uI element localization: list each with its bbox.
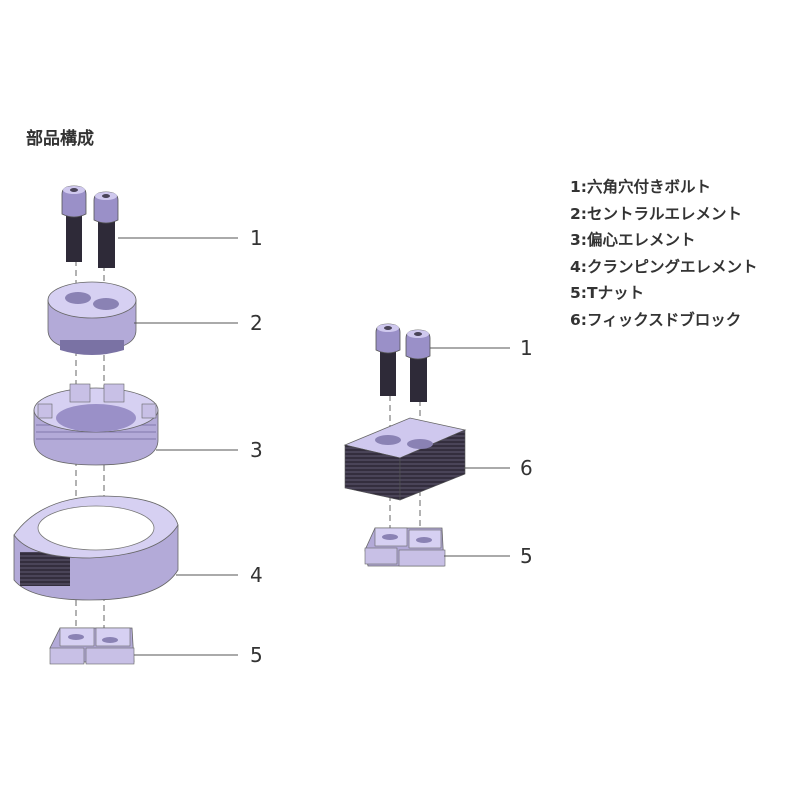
callout-left-3: 3 <box>250 438 263 462</box>
bolt-d <box>405 329 431 402</box>
legend-item-2: 2セントラルエレメント <box>570 201 758 228</box>
callout-left-4: 4 <box>250 563 263 587</box>
left-hex-socket-bolts <box>61 185 119 268</box>
legend-item-1: 1六角穴付きボルト <box>570 174 758 201</box>
callout-left-5: 5 <box>250 643 263 667</box>
legend-number: 2 <box>570 205 587 223</box>
diagram-title: 部品構成 <box>26 129 94 149</box>
callout-right-5: 5 <box>520 544 533 568</box>
legend-item-3: 3偏心エレメント <box>570 227 758 254</box>
left-t-nuts <box>49 627 135 665</box>
legend-label: クランピングエレメント <box>587 257 758 276</box>
callout-right-1: 1 <box>520 336 533 360</box>
left-assembly: 1 2 3 4 5 <box>13 185 263 667</box>
legend-label: 六角穴付きボルト <box>587 178 712 196</box>
legend-item-6: 6フィックスドブロック <box>570 307 758 334</box>
legend-number: 6 <box>570 311 587 329</box>
clamping-element <box>13 495 179 601</box>
legend-number: 5 <box>570 284 587 302</box>
legend-label: Tナット <box>587 284 645 303</box>
legend-label: セントラルエレメント <box>587 204 743 223</box>
callout-left-1: 1 <box>250 226 263 250</box>
legend-item-5: 5Tナット <box>570 280 758 307</box>
bolt-b <box>93 191 119 268</box>
fixed-block <box>343 417 467 501</box>
parts-legend: 1六角穴付きボルト 2セントラルエレメント 3偏心エレメント 4クランピングエレ… <box>570 174 758 334</box>
legend-number: 1 <box>570 178 587 196</box>
right-leader-lines <box>430 347 510 557</box>
bolt-a <box>61 185 87 262</box>
left-leader-lines <box>118 237 238 656</box>
central-element <box>47 281 137 355</box>
right-hex-socket-bolts <box>375 323 431 402</box>
legend-item-4: 4クランピングエレメント <box>570 254 758 281</box>
legend-label: フィックスドブロック <box>587 310 742 329</box>
bolt-c <box>375 323 401 396</box>
right-assembly: 1 6 5 <box>343 323 533 568</box>
callout-left-2: 2 <box>250 311 263 335</box>
right-t-nuts <box>364 527 446 567</box>
eccentric-element <box>33 383 159 466</box>
legend-number: 3 <box>570 231 587 249</box>
callout-right-6: 6 <box>520 456 533 480</box>
legend-label: 偏心エレメント <box>587 231 696 250</box>
legend-number: 4 <box>570 258 587 276</box>
